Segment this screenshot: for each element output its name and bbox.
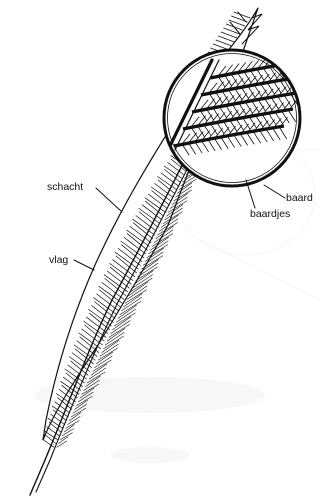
leader-vlag (74, 260, 94, 270)
label-baardjes: baardjes (250, 208, 290, 220)
magnifier (164, 50, 324, 187)
leader-schacht (96, 188, 122, 212)
label-vlag: vlag (49, 254, 68, 266)
leader-baard (264, 185, 285, 198)
label-schacht: schacht (47, 181, 83, 193)
label-baard: baard (286, 192, 313, 204)
